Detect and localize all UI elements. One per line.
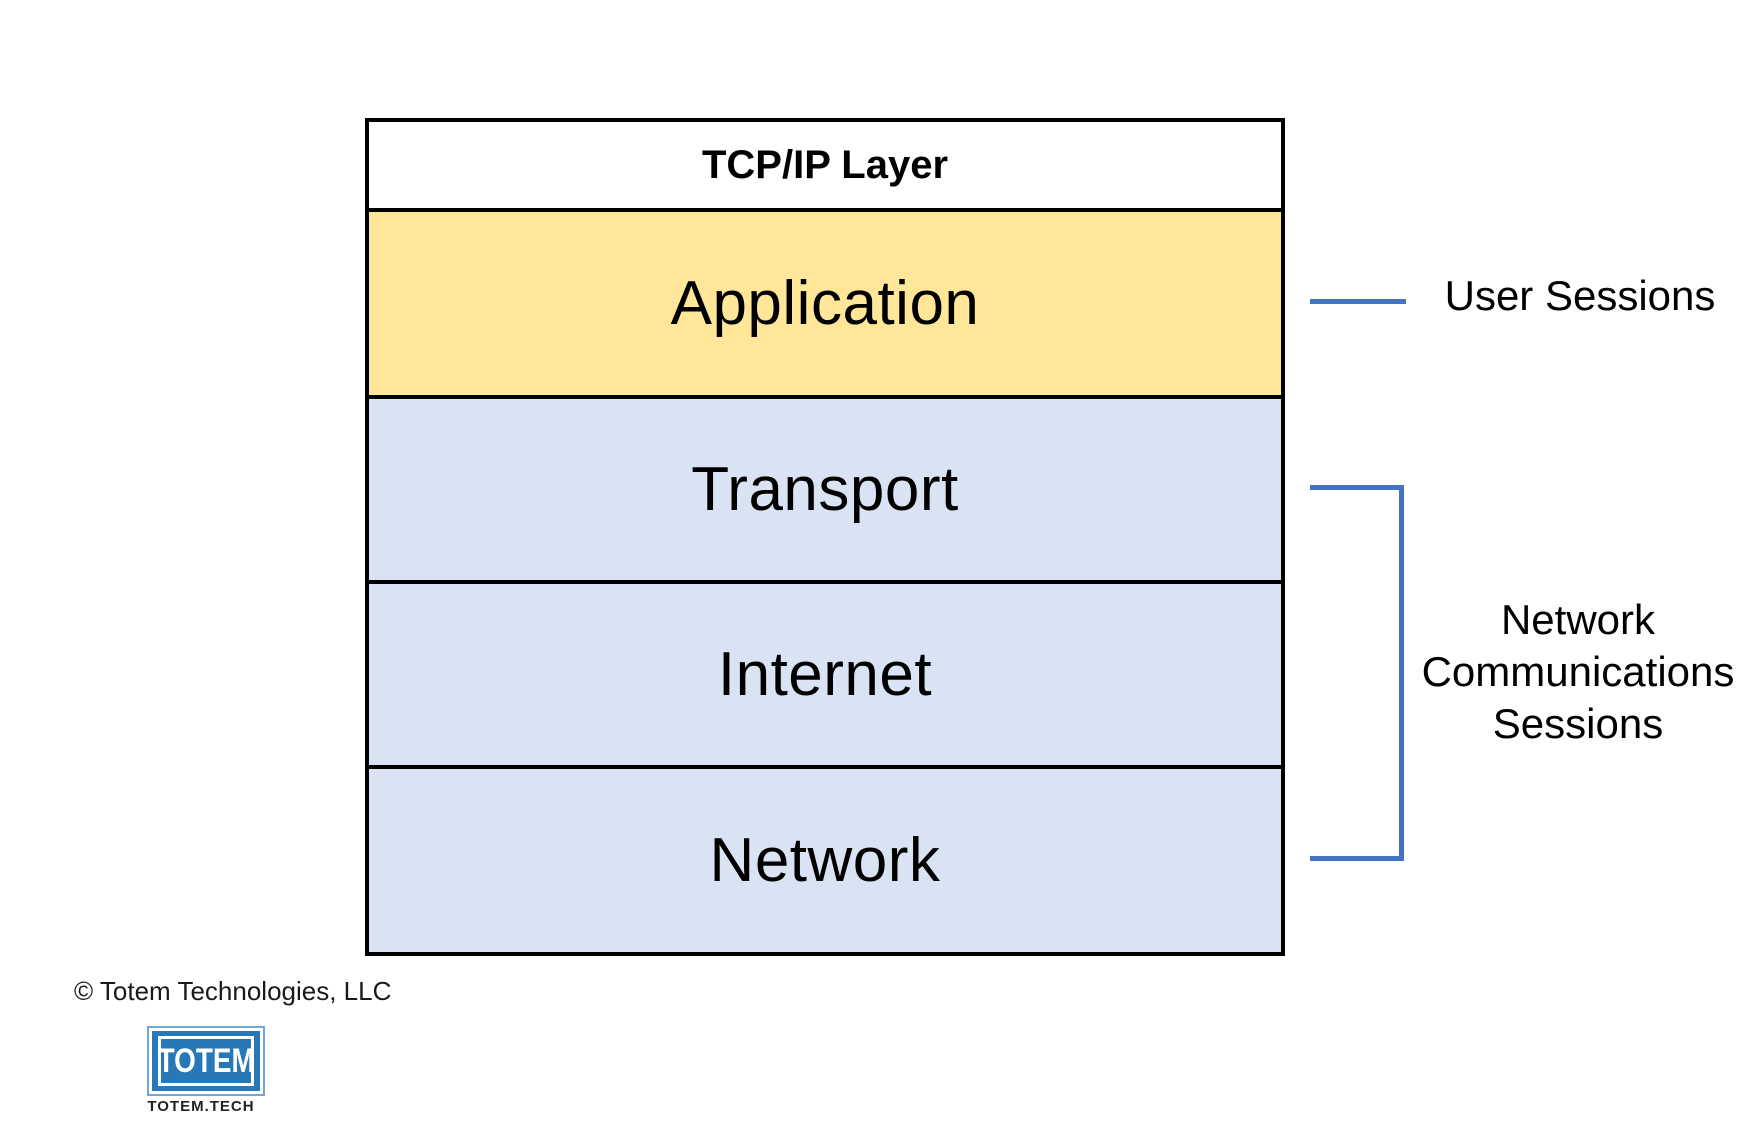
layer-row-network: Network [369,765,1281,952]
network-sessions-bracket [1310,485,1404,861]
layer-row-transport: Transport [369,395,1281,580]
totem-logo-wordmark: TOTEM [157,1041,255,1080]
layer-row-application: Application [369,208,1281,395]
table-title: TCP/IP Layer [701,142,949,187]
layer-label-network: Network [709,826,941,895]
layer-label-application: Application [670,269,980,338]
table-header-row: TCP/IP Layer [369,122,1281,208]
user-sessions-label: User Sessions [1444,272,1716,319]
totem-logo-inner-frame [158,1036,254,1086]
layer-label-internet: Internet [717,640,933,709]
tcpip-layer-table: TCP/IP Layer Application Transport Inter… [365,118,1285,956]
network-communications-sessions-label: Network Communications Sessions [1421,596,1735,747]
totem-logo: TOTEM [147,1026,265,1096]
user-sessions-callout-line [1310,299,1406,304]
totem-logo-subtext: TOTEM.TECH [147,1098,255,1115]
layer-row-internet: Internet [369,580,1281,765]
layer-label-transport: Transport [691,455,959,524]
totem-logo-box: TOTEM [152,1031,260,1091]
copyright-text: © Totem Technologies, LLC [74,976,392,1006]
